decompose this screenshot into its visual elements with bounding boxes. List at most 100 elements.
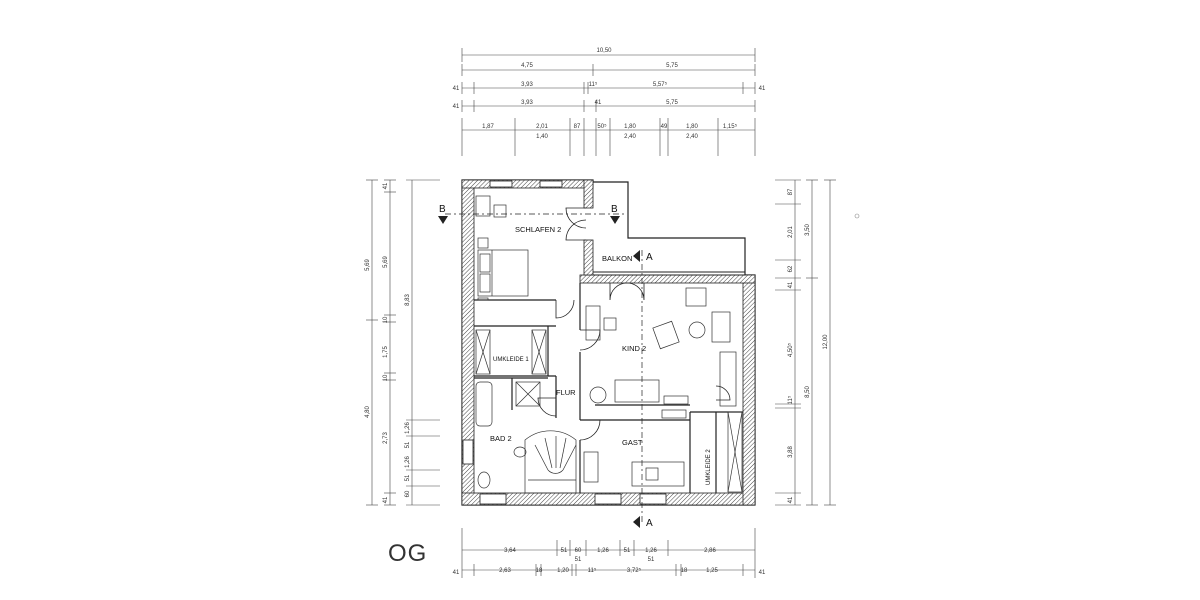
bottom-dim: 3,64 xyxy=(504,548,516,554)
door-gast xyxy=(579,419,601,441)
armchair xyxy=(685,287,707,307)
desk xyxy=(585,305,601,341)
top-dim: 87 xyxy=(574,124,581,130)
top-dim: 41 xyxy=(595,100,602,106)
toilet xyxy=(477,471,491,489)
door-schlafen-balkon-2 xyxy=(565,219,587,241)
left-dim: 2,73 xyxy=(383,432,389,444)
right-dim: 3,88 xyxy=(788,446,794,458)
room-label-umkleide-1: UMKLEIDE 1 xyxy=(493,357,529,363)
window xyxy=(539,180,563,188)
room-labels: SCHLAFEN 2 BALKON KIND 2 UMKLEIDE 1 FLUR… xyxy=(490,225,712,485)
section-label-b-left: B xyxy=(439,204,446,215)
wall-right xyxy=(742,274,756,506)
shower xyxy=(515,381,541,407)
bottom-dim: 18 xyxy=(536,568,543,574)
wardrobe xyxy=(475,329,491,375)
top-dim: 41 xyxy=(453,86,460,92)
top-dim: 5,75 xyxy=(666,63,678,69)
section-label-b-right: B xyxy=(611,204,618,215)
bottom-dim: 11⁵ xyxy=(588,567,597,574)
sink xyxy=(513,446,527,458)
round-table xyxy=(589,386,607,404)
room-label-schlafen-2: SCHLAFEN 2 xyxy=(515,225,561,234)
interior-walls xyxy=(474,283,743,493)
left-dim: 8,83 xyxy=(405,294,411,306)
left-dim: 51 xyxy=(405,474,411,481)
wardrobe xyxy=(719,351,737,407)
top-dimension-chains xyxy=(461,48,756,156)
bottom-dim: 41 xyxy=(759,570,766,576)
section-arrow-a-top xyxy=(633,250,640,262)
chair xyxy=(493,204,507,218)
top-dim: 49 xyxy=(661,124,668,130)
section-label-a-bottom: A xyxy=(646,518,653,529)
bottom-dimension-chains xyxy=(461,528,756,578)
left-dim: 1,75 xyxy=(383,346,389,358)
room-label-umkleide-2: UMKLEIDE 2 xyxy=(706,449,712,485)
balcony xyxy=(593,181,746,276)
right-dim: 4,50⁵ xyxy=(787,342,794,357)
right-dim: 41 xyxy=(788,496,794,503)
room-label-flur: FLUR xyxy=(556,388,576,397)
bottom-dim: 51 xyxy=(575,557,582,563)
bottom-dim: 3,72⁵ xyxy=(627,567,642,574)
top-dim: 2,40 xyxy=(686,134,698,140)
top-dim-overall: 10,50 xyxy=(596,48,612,54)
windows xyxy=(462,180,667,505)
chair xyxy=(603,317,617,331)
top-dim: 5,57⁵ xyxy=(653,81,668,88)
top-dimension-labels: 10,50 4,75 5,75 41 3,93 11⁵ 5,57⁵ 41 41 … xyxy=(453,48,766,140)
right-dim: 87 xyxy=(788,188,794,195)
right-dim: 62 xyxy=(788,265,794,272)
door-umkleide2 xyxy=(715,385,731,401)
bottom-dim: 41 xyxy=(453,570,460,576)
door-kind-balkon-2 xyxy=(626,282,645,301)
top-dim: 1,87 xyxy=(482,124,494,130)
armchair xyxy=(711,311,731,343)
left-dim: 1,26 xyxy=(405,456,411,468)
wardrobe xyxy=(531,329,547,375)
room-label-balkon: BALKON xyxy=(602,254,632,263)
floor-label: OG xyxy=(388,540,428,567)
wardrobe xyxy=(727,411,743,493)
wall-kind-top xyxy=(579,274,756,284)
bottom-dim: 1,20 xyxy=(557,568,569,574)
window xyxy=(639,493,667,505)
left-dimension-chains xyxy=(366,179,440,506)
armchair xyxy=(652,320,680,350)
top-dim: 1,80 xyxy=(624,124,636,130)
left-dim: 41 xyxy=(383,496,389,503)
double-bed xyxy=(477,249,529,297)
right-dim: 41 xyxy=(788,281,794,288)
window xyxy=(479,493,507,505)
left-dim: 1,26 xyxy=(405,422,411,434)
section-arrow-b-left xyxy=(438,216,448,224)
staircase xyxy=(524,430,577,494)
left-dim: 41 xyxy=(383,182,389,189)
top-dim: 41 xyxy=(453,104,460,110)
door-kind-balkon xyxy=(609,282,628,301)
bottom-dim: 2,86 xyxy=(704,548,716,554)
top-dim: 1,80 xyxy=(686,124,698,130)
top-dim: 50⁵ xyxy=(597,123,607,130)
pillow xyxy=(645,467,659,481)
section-label-a-top: A xyxy=(646,252,653,263)
bottom-dim: 51 xyxy=(648,557,655,563)
left-dim: 60 xyxy=(405,490,411,497)
registration-mark xyxy=(854,213,860,219)
room-label-gast: GAST xyxy=(622,438,643,447)
bottom-dim: 51 xyxy=(561,548,568,554)
bathtub xyxy=(475,381,493,427)
window xyxy=(594,493,622,505)
room-label-kind-2: KIND 2 xyxy=(622,344,646,353)
shelf xyxy=(663,395,689,405)
top-dim: 5,75 xyxy=(666,100,678,106)
bottom-dim: 60 xyxy=(575,548,582,554)
bottom-dimension-labels: 3,64 51 60 1,26 51 1,26 2,86 51 51 41 2,… xyxy=(453,548,766,576)
bed xyxy=(631,461,685,487)
round-table xyxy=(688,321,706,339)
top-dim: 2,01 xyxy=(536,124,548,130)
right-dim: 2,01 xyxy=(788,226,794,238)
